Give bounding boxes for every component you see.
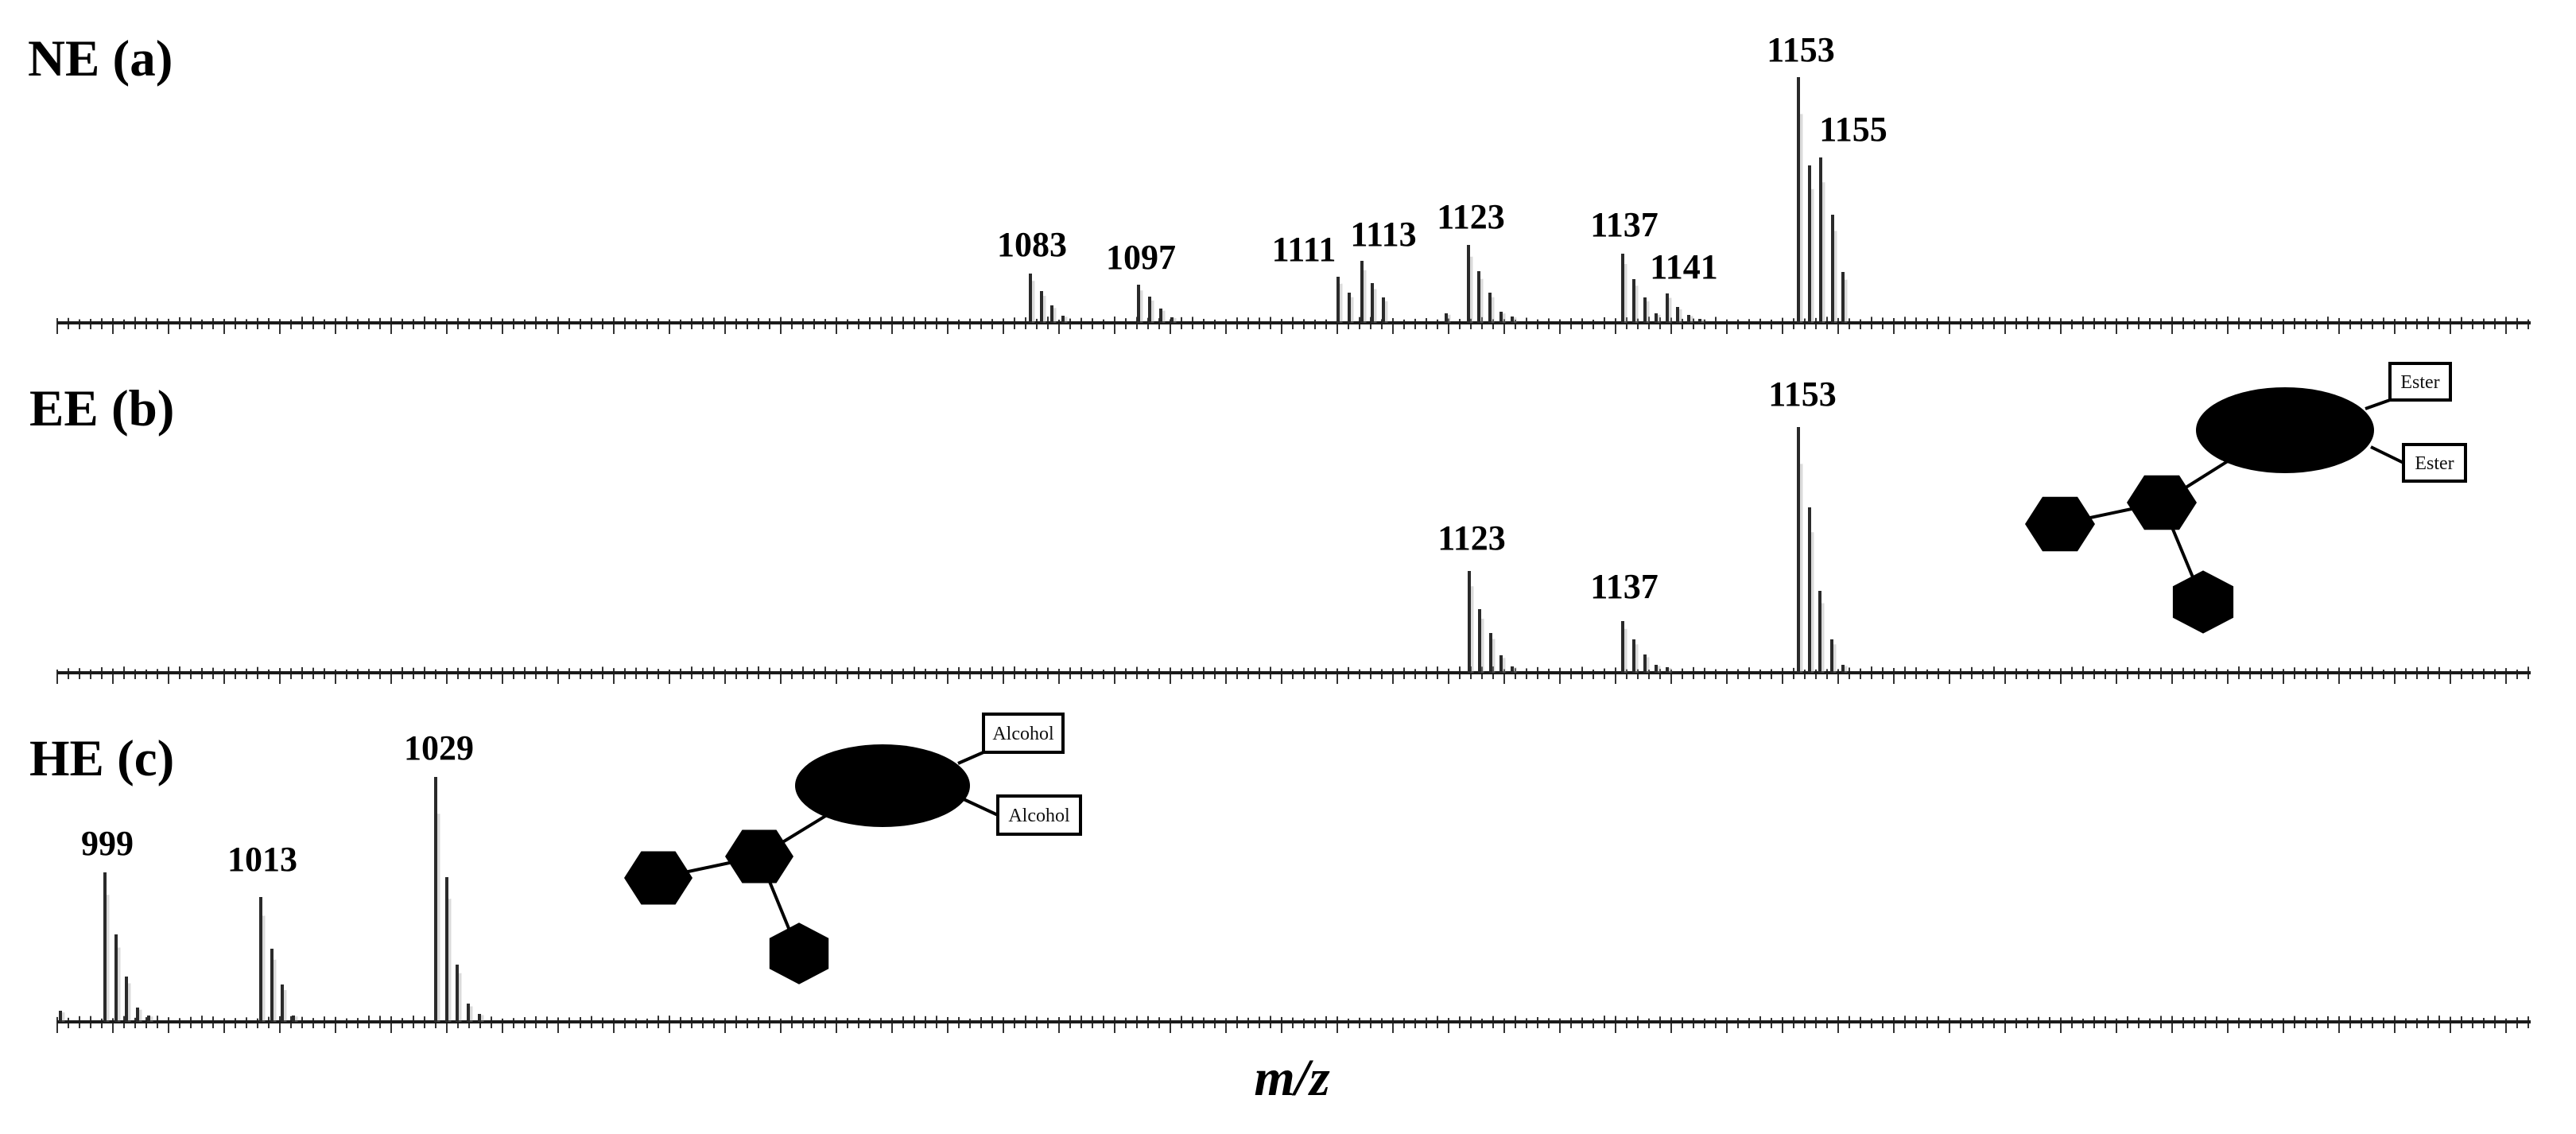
peak-label-1029: 1029 <box>404 728 474 767</box>
peak-label-999: 999 <box>81 824 134 863</box>
peak-label-1013: 1013 <box>227 840 297 879</box>
peaks <box>1029 77 1848 323</box>
peak-label-1113: 1113 <box>1350 215 1416 254</box>
peak-label-1141: 1141 <box>1650 247 1718 286</box>
substituent-label: Ester <box>2415 453 2454 474</box>
peaks <box>59 777 484 1022</box>
peak-label-1137: 1137 <box>1590 567 1658 606</box>
hexagon-residue <box>725 829 793 884</box>
substituent-label: Ester <box>2400 372 2439 393</box>
hexagon-residue <box>624 851 692 905</box>
hexagon-residue <box>769 922 829 984</box>
baseline-ticks <box>56 317 2529 334</box>
spectrum-panel-b: EE (b) 1123 1137 1153 <box>29 375 2531 684</box>
panel-label: NE (a) <box>28 30 173 87</box>
core-ellipse <box>2196 387 2374 473</box>
panel-label: HE (c) <box>29 730 174 787</box>
peak-label-1083: 1083 <box>997 225 1067 264</box>
hexagon-residue <box>2127 475 2197 530</box>
x-axis-label: m/z <box>1254 1049 1330 1107</box>
substituent-box <box>996 794 1082 836</box>
peak-label-1123: 1123 <box>1437 518 1506 557</box>
peak-label-1153: 1153 <box>1767 30 1835 69</box>
core-ellipse <box>795 744 970 827</box>
peak-label-1111: 1111 <box>1272 230 1336 269</box>
peak-label-1137: 1137 <box>1590 205 1658 244</box>
baseline-ticks <box>56 666 2529 684</box>
hexagon-residue <box>2025 496 2095 552</box>
substituent-box <box>982 713 1065 754</box>
spectrum-panel-c: HE (c) 999 1013 1029 <box>29 728 2531 1033</box>
panel-label: EE (b) <box>29 380 174 437</box>
peaks <box>1468 427 1848 673</box>
substituent-label: Alcohol <box>1008 806 1070 826</box>
peak-label-1097: 1097 <box>1106 238 1176 277</box>
peak-label-1123: 1123 <box>1437 197 1505 236</box>
peak-label-1155: 1155 <box>1819 110 1887 149</box>
substituent-label: Alcohol <box>992 724 1054 744</box>
hexagon-residue <box>2172 570 2234 634</box>
peak-label-1153: 1153 <box>1768 375 1837 414</box>
baseline-ticks <box>56 1016 2529 1033</box>
substituent-box <box>2388 362 2452 402</box>
substituent-box <box>2402 443 2467 483</box>
